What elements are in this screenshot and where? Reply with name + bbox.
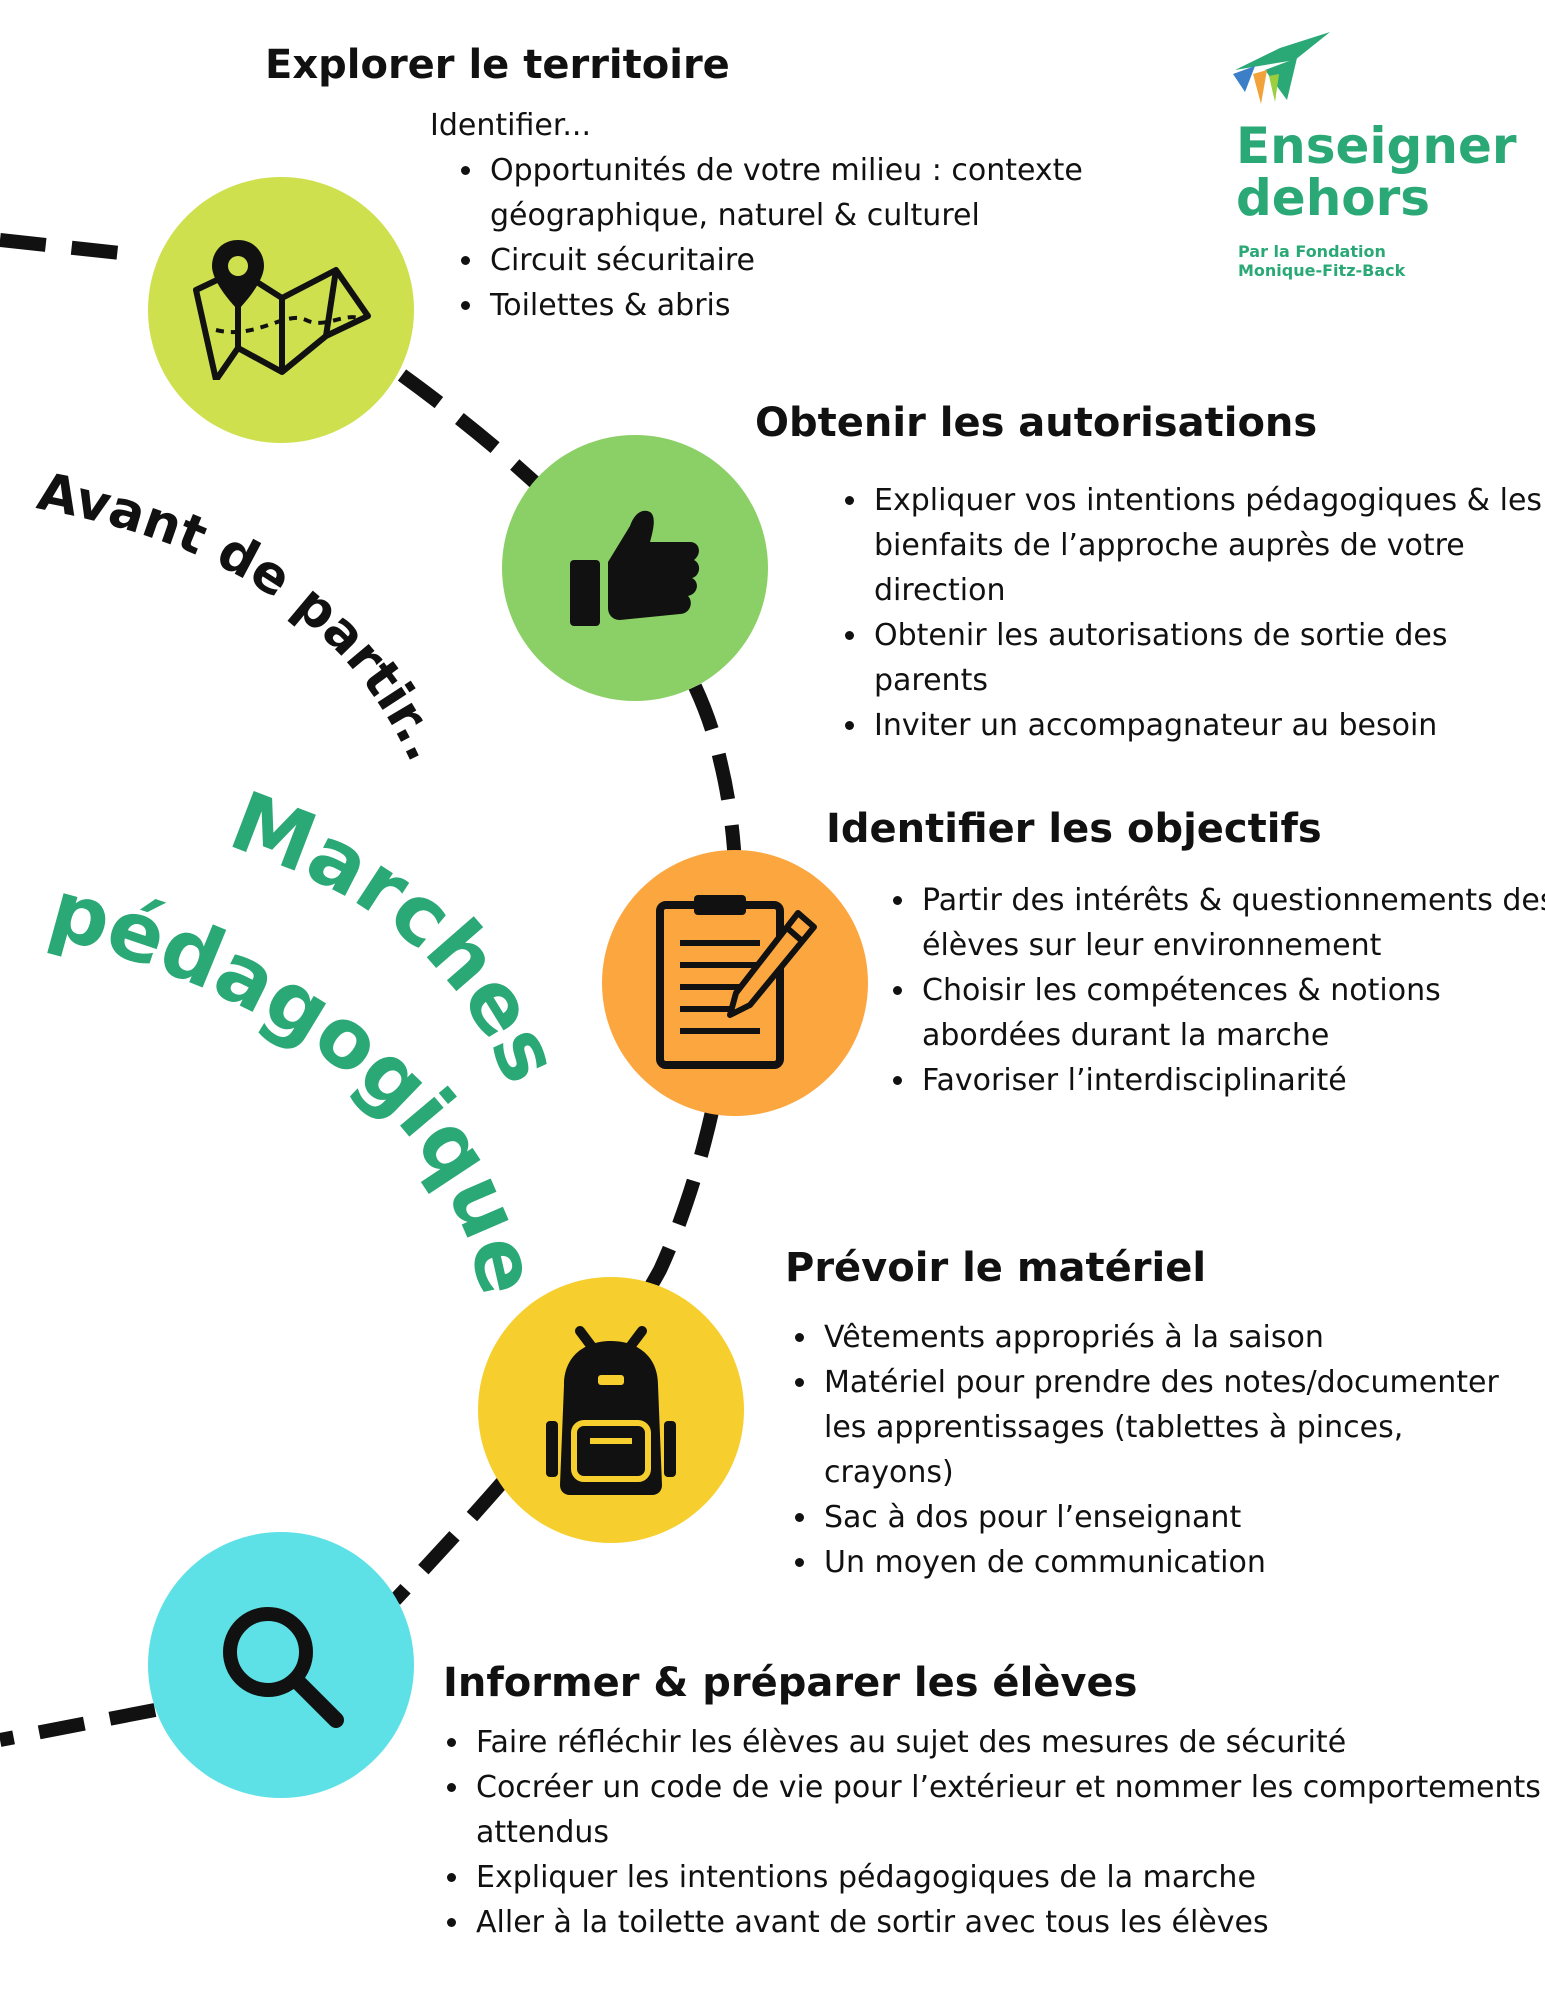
authorize-list: Expliquer vos intentions pédagogiques & … [826,478,1545,748]
material-list: Vêtements appropriés à la saison Matérie… [776,1315,1540,1585]
inform-title: Informer & préparer les élèves [443,1660,1138,1706]
list-item: Faire réfléchir les élèves au sujet des … [472,1720,1545,1765]
list-item: Obtenir les autorisations de sortie des … [870,613,1545,703]
clipboard-pencil-icon [656,895,817,1069]
objectives-circle [602,850,868,1116]
map-pin-icon [193,240,371,380]
list-item: Choisir les compétences & notions abordé… [918,968,1545,1058]
list-item: Expliquer vos intentions pédagogiques & … [870,478,1545,613]
logo-line-2: dehors [1236,169,1431,227]
objectives-list: Partir des intérêts & questionnements de… [874,878,1545,1103]
list-item: Aller à la toilette avant de sortir avec… [472,1900,1545,1945]
list-item: Sac à dos pour l’enseignant [820,1495,1540,1540]
material-title: Prévoir le matériel [785,1245,1207,1291]
list-item: Matériel pour prendre des notes/document… [820,1360,1540,1495]
backpack-icon [546,1326,676,1495]
list-item: Favoriser l’interdisciplinarité [918,1058,1545,1103]
material-circle [478,1277,744,1543]
list-item: Opportunités de votre milieu : contexte … [486,148,1086,238]
explore-intro: Identifier... [430,108,592,143]
list-item: Expliquer les intentions pédagogiques de… [472,1855,1545,1900]
logo-sub-2: Monique-Fitz-Back [1238,261,1406,280]
inform-circle [148,1532,414,1798]
list-item: Vêtements appropriés à la saison [820,1315,1540,1360]
authorize-title: Obtenir les autorisations [755,400,1318,446]
list-item: Cocréer un code de vie pour l’extérieur … [472,1765,1545,1855]
thumbs-up-icon [570,510,700,626]
objectives-title: Identifier les objectifs [826,806,1322,852]
explore-circle [148,177,414,443]
hummingbird-leaf-logo-icon [1233,32,1330,104]
list-item: Circuit sécuritaire [486,238,1086,283]
list-item: Partir des intérêts & questionnements de… [918,878,1545,968]
inform-list: Faire réfléchir les élèves au sujet des … [428,1720,1545,1945]
logo-sub-1: Par la Fondation [1238,242,1386,261]
explore-title: Explorer le territoire [265,42,730,88]
logo: Enseigner dehors Par la Fondation Moniqu… [1220,30,1520,280]
list-item: Inviter un accompagnateur au besoin [870,703,1545,748]
list-item: Toilettes & abris [486,283,1086,328]
magnifier-icon [223,1607,344,1728]
explore-list: Opportunités de votre milieu : contexte … [442,148,1086,328]
list-item: Un moyen de communication [820,1540,1540,1585]
authorize-circle [502,435,768,701]
logo-line-1: Enseigner [1236,117,1517,175]
